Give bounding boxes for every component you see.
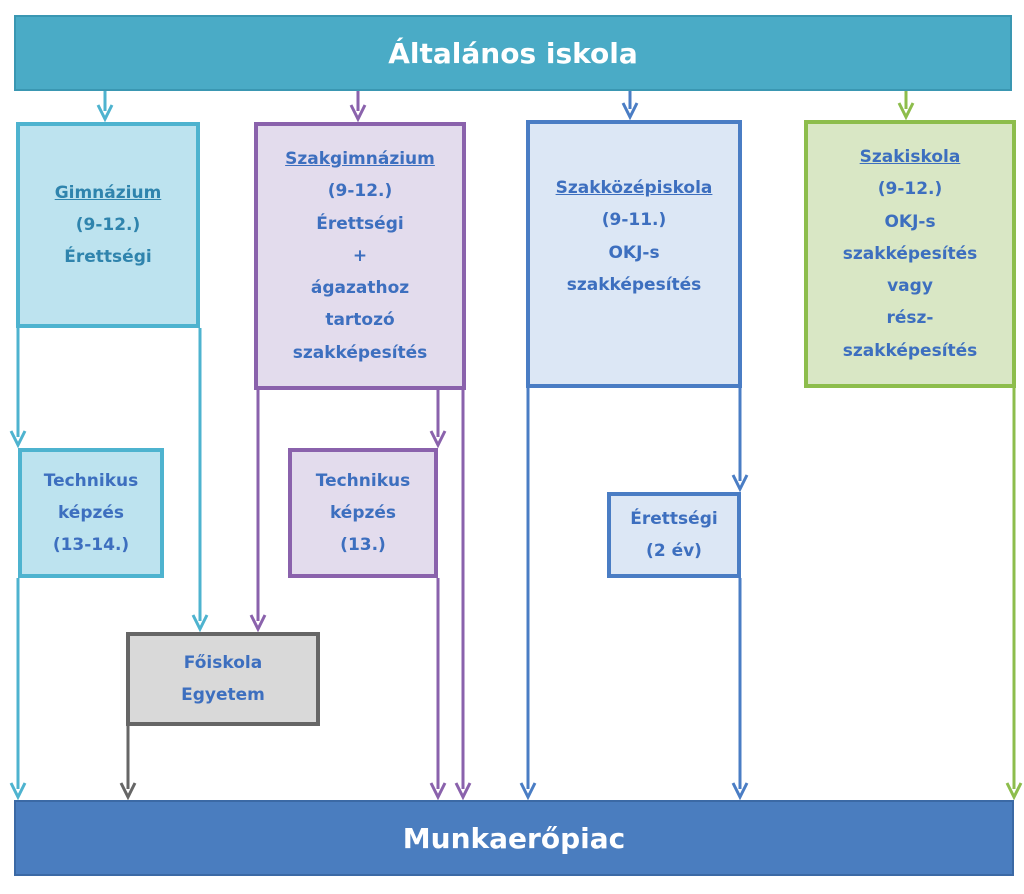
arrow-szakiskola-to-munkaeropiac — [1005, 388, 1023, 801]
arrow-erettsegi-to-munkaeropiac — [731, 578, 749, 801]
szakiskola-title: Szakiskola — [859, 146, 961, 167]
szakiskola-years: (9-12.) — [877, 179, 943, 200]
box-szakgimnazium: Szakgimnázium (9-12.) Érettségi + ágazat… — [254, 122, 466, 390]
arrow-technikus-to-munkaeropiac — [9, 578, 27, 801]
erettsegi2-line1: Érettségi — [630, 508, 718, 529]
foiskola-line2: Egyetem — [181, 685, 265, 705]
szakiskola-line3: vagy — [887, 276, 933, 297]
szakkozep-years: (9-11.) — [601, 210, 667, 231]
arrow-top-to-szakgimnazium — [349, 91, 367, 123]
box-szakkozepiskola: Szakközépiskola (9-11.) OKJ-s szakképesí… — [526, 120, 742, 388]
gimnazium-years: (9-12.) — [75, 214, 141, 235]
arrow-gimnazium-to-technikus — [9, 328, 27, 449]
arrow-gimnazium-to-foiskola — [191, 328, 209, 633]
szakiskola-line5: szakképesítés — [842, 340, 978, 361]
bottom-bar-label: Munkaerőpiac — [402, 821, 626, 855]
arrow-top-to-gimnazium — [96, 91, 114, 123]
box-foiskola-egyetem: Főiskola Egyetem — [126, 632, 320, 726]
szakgimnazium-line1: Érettségi — [316, 213, 404, 234]
szakgimnazium-years: (9-12.) — [327, 181, 393, 202]
arrow-top-to-szakkozep — [621, 91, 639, 121]
technikus1-line1: Technikus — [43, 470, 139, 491]
bottom-bar-munkaeropiac: Munkaerőpiac — [14, 800, 1014, 876]
technikus2-line1: Technikus — [315, 470, 411, 491]
top-bar-altalanos-iskola: Általános iskola — [14, 15, 1012, 91]
gimnazium-title: Gimnázium — [54, 182, 162, 203]
szakiskola-line1: OKJ-s — [884, 211, 936, 232]
top-bar-label: Általános iskola — [388, 36, 638, 70]
szakiskola-line4: rész- — [886, 308, 934, 329]
arrow-szakkozep-to-erettsegi — [731, 388, 749, 493]
szakgimnazium-line4: tartozó — [325, 310, 395, 331]
szakkozep-line1: OKJ-s — [608, 242, 660, 263]
arrow-szakkozep-to-munkaeropiac — [519, 388, 537, 801]
box-technikus-13-14: Technikus képzés (13-14.) — [18, 448, 164, 578]
arrow-szakgimnazium-to-foiskola — [249, 390, 267, 633]
technikus2-line2: képzés — [329, 502, 397, 523]
technikus1-line2: képzés — [57, 502, 125, 523]
arrow-technikus2-to-munkaeropiac — [429, 578, 447, 801]
arrow-szakgimnazium-to-technikus — [429, 390, 447, 449]
szakiskola-line2: szakképesítés — [842, 243, 978, 264]
szakgimnazium-line5: szakképesítés — [292, 342, 428, 363]
box-gimnazium: Gimnázium (9-12.) Érettségi — [16, 122, 200, 328]
box-technikus-13: Technikus képzés (13.) — [288, 448, 438, 578]
szakkozep-title: Szakközépiskola — [555, 178, 713, 198]
foiskola-line1: Főiskola — [183, 652, 263, 673]
gimnazium-line1: Érettségi — [64, 247, 152, 268]
szakgimnazium-line2: + — [352, 245, 368, 266]
arrow-szakgimnazium-to-munkaeropiac — [454, 390, 472, 801]
box-szakiskola: Szakiskola (9-12.) OKJ-s szakképesítés v… — [804, 120, 1016, 388]
technikus1-line3: (13-14.) — [52, 535, 130, 556]
technikus2-line3: (13.) — [340, 535, 386, 556]
erettsegi2-line2: (2 év) — [646, 541, 702, 561]
szakgimnazium-title: Szakgimnázium — [285, 148, 435, 169]
box-erettsegi-2-ev: Érettségi (2 év) — [607, 492, 741, 578]
szakkozep-line2: szakképesítés — [566, 274, 702, 295]
arrow-top-to-szakiskola — [897, 91, 915, 121]
szakgimnazium-line3: ágazathoz — [310, 278, 410, 299]
arrow-foiskola-to-munkaeropiac — [119, 726, 137, 801]
